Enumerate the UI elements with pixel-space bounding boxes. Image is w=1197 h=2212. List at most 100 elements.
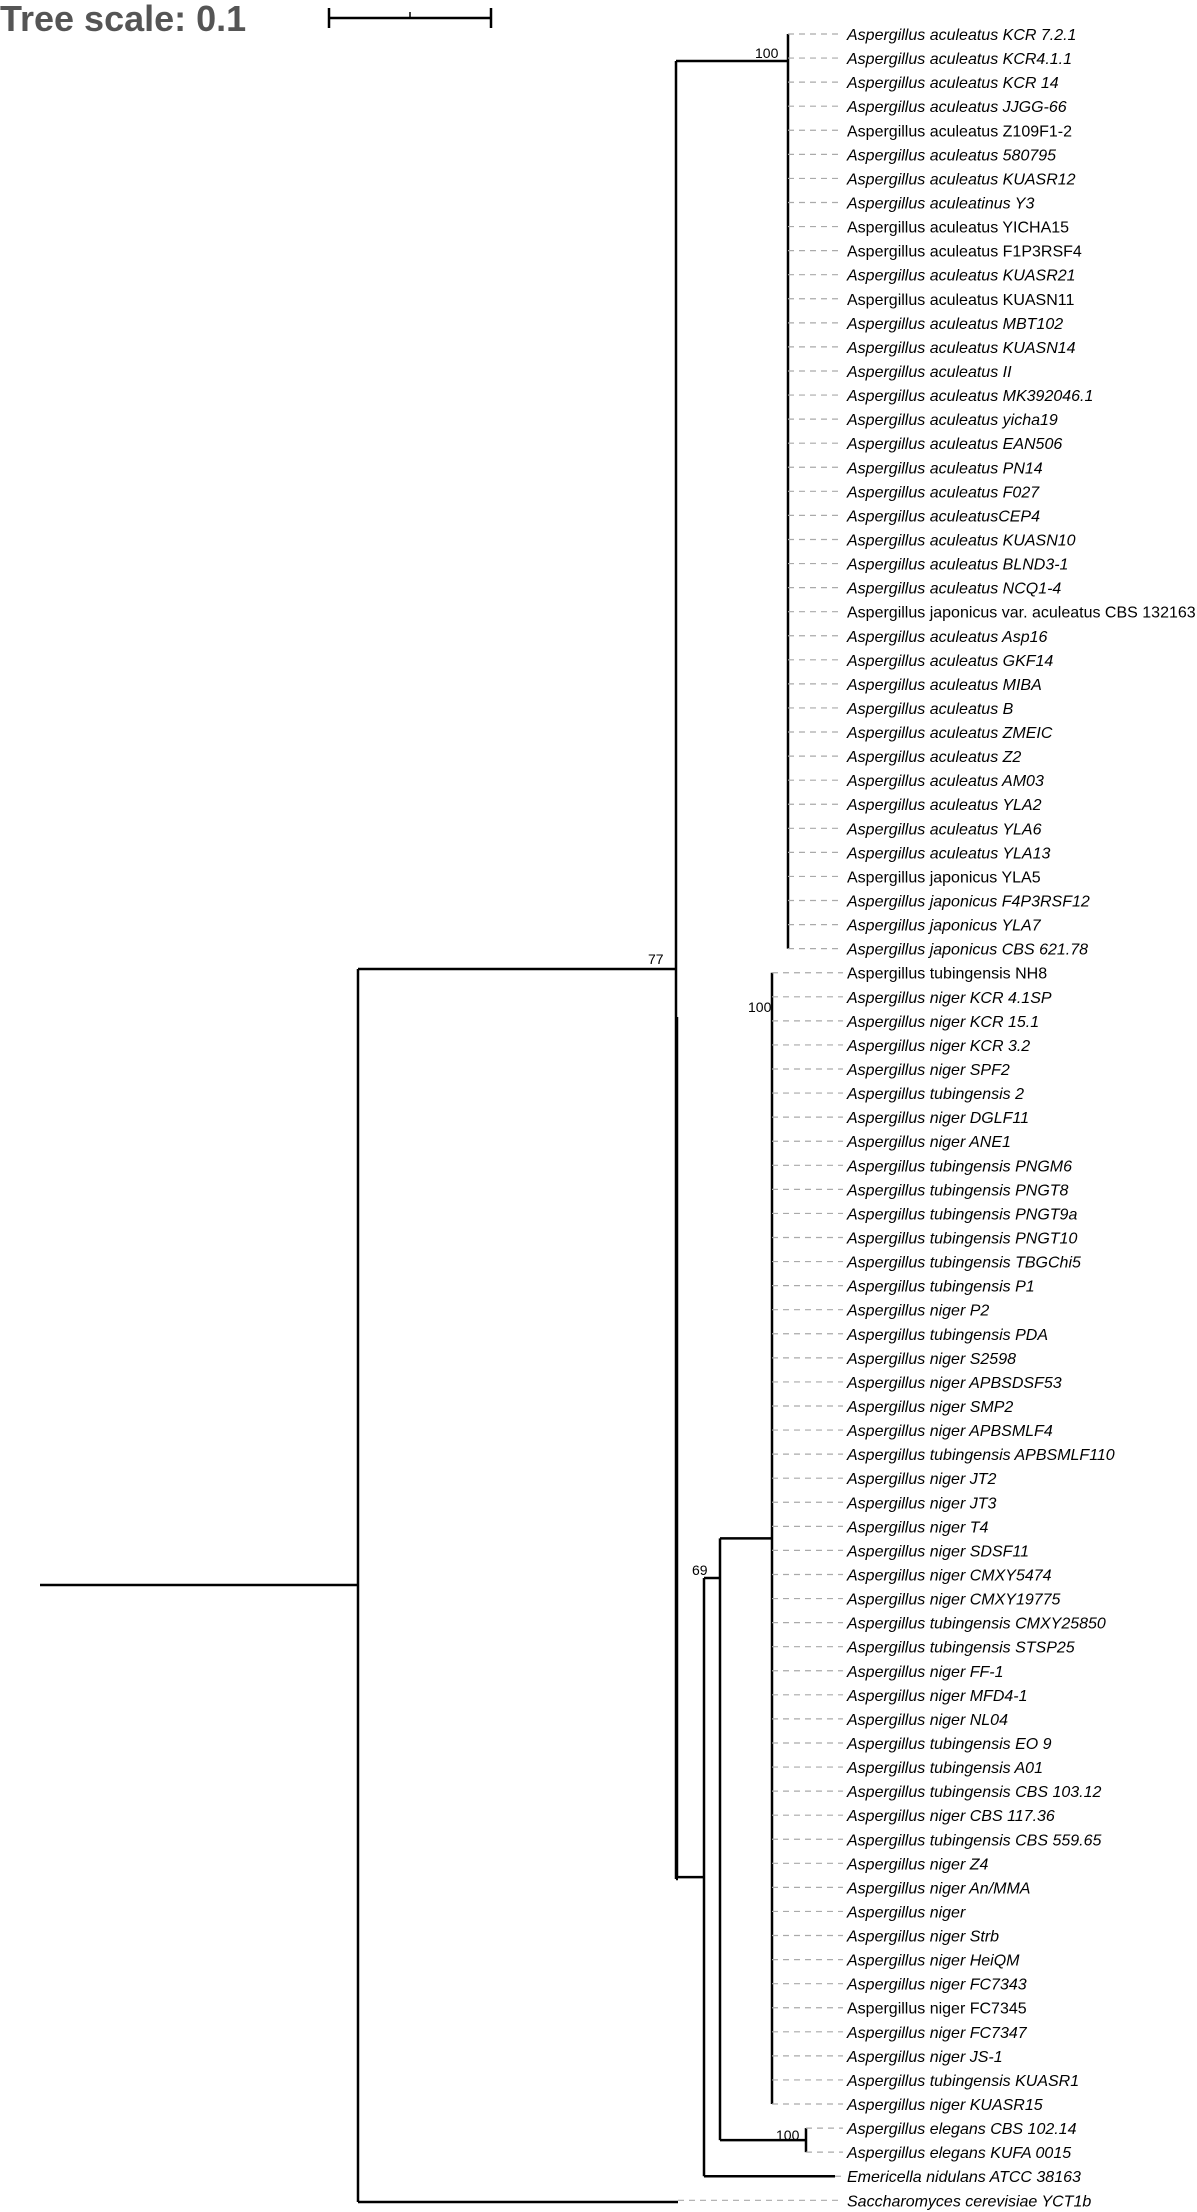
leaf-label: Aspergillus aculeatusCEP4 xyxy=(846,508,1040,525)
leaf-label: Aspergillus tubingensis PNGT8 xyxy=(846,1182,1069,1199)
leaf-label: Aspergillus niger FC7345 xyxy=(847,2001,1027,2018)
leaf-label: Aspergillus aculeatus KUASR21 xyxy=(846,268,1076,285)
leaf-label: Aspergillus tubingensis PNGM6 xyxy=(846,1158,1072,1175)
leaf-label: Aspergillus niger FF-1 xyxy=(846,1664,1004,1681)
leaf-label: Aspergillus niger FC7343 xyxy=(846,1977,1027,1994)
leaf-label: Aspergillus niger CMXY19775 xyxy=(846,1592,1061,1609)
tree-scale-title: Tree scale: 0.1 xyxy=(0,0,246,39)
leaf-label: Aspergillus aculeatus yicha19 xyxy=(846,412,1058,429)
leaf-label: Aspergillus aculeatus BLND3-1 xyxy=(846,557,1068,574)
leaf-label: Aspergillus aculeatinus Y3 xyxy=(846,195,1034,212)
leaf-label: Aspergillus aculeatus 580795 xyxy=(846,147,1056,164)
leaf-label: Aspergillus aculeatus EAN506 xyxy=(846,436,1062,453)
leaf-labels: Aspergillus aculeatus KCR 7.2.1Aspergill… xyxy=(846,27,1196,2210)
leaf-label: Aspergillus aculeatus Z109F1-2 xyxy=(847,123,1072,140)
leaf-label: Aspergillus aculeatus Asp16 xyxy=(846,629,1048,646)
support-value: 100 xyxy=(748,999,772,1015)
leaf-label: Aspergillus aculeatus YLA13 xyxy=(846,845,1050,862)
leaf-label: Aspergillus niger SDSF11 xyxy=(846,1543,1029,1560)
leaf-label: Aspergillus elegans CBS 102.14 xyxy=(846,2121,1077,2138)
leaf-label: Aspergillus tubingensis PNGT9a xyxy=(846,1206,1077,1223)
leaf-label: Emericella nidulans ATCC 38163 xyxy=(847,2169,1081,2186)
leaf-label: Aspergillus niger T4 xyxy=(846,1519,989,1536)
leaf-label: Aspergillus aculeatus JJGG-66 xyxy=(846,99,1067,116)
leaf-label: Aspergillus aculeatus AM03 xyxy=(846,773,1044,790)
tree-branches xyxy=(40,34,835,2204)
leaf-label: Aspergillus japonicus var. aculeatus CBS… xyxy=(847,605,1196,622)
leaf-label: Aspergillus tubingensis CMXY25850 xyxy=(846,1616,1106,1633)
leaf-label: Aspergillus niger CMXY5474 xyxy=(846,1567,1052,1584)
leaf-label: Aspergillus aculeatus YLA2 xyxy=(846,797,1042,814)
leaf-label: Aspergillus aculeatus KCR4.1.1 xyxy=(846,51,1072,68)
leaf-label: Aspergillus aculeatus KUASR12 xyxy=(846,171,1076,188)
leaf-label: Aspergillus aculeatus B xyxy=(846,701,1014,718)
leaf-label: Aspergillus tubingensis CBS 103.12 xyxy=(846,1784,1101,1801)
leaf-label: Aspergillus niger JT3 xyxy=(846,1495,997,1512)
leaf-label: Aspergillus niger Z4 xyxy=(846,1856,989,1873)
leaf-label: Aspergillus niger APBSDSF53 xyxy=(846,1375,1062,1392)
leaf-label: Aspergillus niger JT2 xyxy=(846,1471,997,1488)
leaf-label: Aspergillus tubingensis PNGT10 xyxy=(846,1231,1077,1248)
support-value: 100 xyxy=(776,2127,800,2143)
leaf-label: Aspergillus aculeatus MK392046.1 xyxy=(846,388,1093,405)
leaf-label: Aspergillus japonicus F4P3RSF12 xyxy=(846,894,1090,911)
leaf-label: Aspergillus aculeatus YLA6 xyxy=(846,821,1042,838)
leaf-label: Aspergillus niger KCR 3.2 xyxy=(846,1038,1030,1055)
leaf-label: Aspergillus aculeatus PN14 xyxy=(846,460,1043,477)
leaf-label: Aspergillus aculeatus ZMEIC xyxy=(846,725,1053,742)
leaf-label: Aspergillus niger xyxy=(846,1904,966,1921)
leaf-label: Aspergillus tubingensis 2 xyxy=(846,1086,1024,1103)
leaf-label: Aspergillus niger ANE1 xyxy=(846,1134,1011,1151)
leaf-label: Aspergillus niger S2598 xyxy=(846,1351,1016,1368)
support-value: 69 xyxy=(692,1562,708,1578)
leaf-label: Aspergillus tubingensis EO 9 xyxy=(846,1736,1052,1753)
leaf-label: Aspergillus niger HeiQM xyxy=(846,1953,1020,1970)
leaf-label: Aspergillus niger NL04 xyxy=(846,1712,1008,1729)
leaf-label: Aspergillus japonicus YLA7 xyxy=(846,918,1042,935)
leaf-label: Aspergillus niger KCR 15.1 xyxy=(846,1014,1039,1031)
leaf-label: Aspergillus tubingensis NH8 xyxy=(847,966,1047,983)
support-value: 100 xyxy=(755,45,779,61)
leaf-label: Aspergillus tubingensis PDA xyxy=(846,1327,1048,1344)
leaf-label: Aspergillus japonicus YLA5 xyxy=(847,869,1041,886)
leaf-label: Aspergillus tubingensis P1 xyxy=(846,1279,1035,1296)
tree-scale-bar xyxy=(327,8,493,28)
leaf-label: Aspergillus aculeatus II xyxy=(846,364,1012,381)
leaf-guide-lines xyxy=(678,33,843,2201)
leaf-label: Aspergillus aculeatus KCR 7.2.1 xyxy=(846,27,1076,44)
leaf-label: Aspergillus aculeatus KUASN11 xyxy=(847,292,1074,309)
bootstrap-support-values: 100 77 100 69 100 xyxy=(648,45,800,2143)
leaf-label: Aspergillus niger An/MMA xyxy=(846,1880,1030,1897)
leaf-label: Aspergillus aculeatus Z2 xyxy=(846,749,1021,766)
leaf-label: Aspergillus niger DGLF11 xyxy=(846,1110,1029,1127)
leaf-label: Aspergillus niger CBS 117.36 xyxy=(846,1808,1055,1825)
leaf-label: Aspergillus aculeatus F027 xyxy=(846,484,1040,501)
leaf-label: Saccharomyces cerevisiae YCT1b xyxy=(847,2193,1091,2210)
leaf-label: Aspergillus aculeatus NCQ1-4 xyxy=(846,581,1061,598)
leaf-label: Aspergillus aculeatus KUASN10 xyxy=(846,532,1076,549)
leaf-label: Aspergillus elegans KUFA 0015 xyxy=(846,2145,1071,2162)
leaf-label: Aspergillus aculeatus MIBA xyxy=(846,677,1042,694)
leaf-label: Aspergillus aculeatus YICHA15 xyxy=(847,220,1069,237)
leaf-label: Aspergillus niger JS-1 xyxy=(846,2049,1003,2066)
leaf-label: Aspergillus niger Strb xyxy=(846,1929,999,1946)
leaf-label: Aspergillus tubingensis A01 xyxy=(846,1760,1043,1777)
leaf-label: Aspergillus niger FC7347 xyxy=(846,2025,1028,2042)
leaf-label: Aspergillus japonicus CBS 621.78 xyxy=(846,942,1088,959)
leaf-label: Aspergillus aculeatus GKF14 xyxy=(846,653,1053,670)
leaf-label: Aspergillus tubingensis STSP25 xyxy=(846,1640,1075,1657)
leaf-label: Aspergillus niger SPF2 xyxy=(846,1062,1010,1079)
leaf-label: Aspergillus niger KCR 4.1SP xyxy=(846,990,1052,1007)
leaf-label: Aspergillus niger SMP2 xyxy=(846,1399,1013,1416)
leaf-label: Aspergillus aculeatus KCR 14 xyxy=(846,75,1059,92)
leaf-label: Aspergillus niger APBSMLF4 xyxy=(846,1423,1053,1440)
leaf-label: Aspergillus tubingensis TBGChi5 xyxy=(846,1255,1081,1272)
support-value: 77 xyxy=(648,951,664,967)
leaf-label: Aspergillus tubingensis CBS 559.65 xyxy=(846,1832,1101,1849)
leaf-label: Aspergillus niger P2 xyxy=(846,1303,989,1320)
leaf-label: Aspergillus aculeatus F1P3RSF4 xyxy=(847,244,1082,261)
leaf-label: Aspergillus tubingensis KUASR1 xyxy=(846,2073,1079,2090)
leaf-label: Aspergillus niger MFD4-1 xyxy=(846,1688,1028,1705)
leaf-label: Aspergillus aculeatus KUASN14 xyxy=(846,340,1076,357)
